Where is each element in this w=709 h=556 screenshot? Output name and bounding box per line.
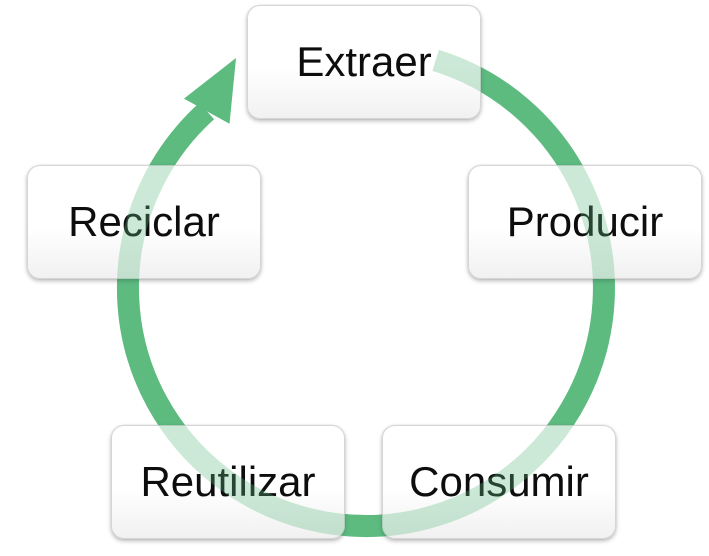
node-producir: Producir [468,165,702,279]
node-consumir-label: Consumir [409,458,589,505]
node-consumir: Consumir [382,425,616,539]
node-extraer-label: Extraer [296,38,432,85]
node-reciclar-label: Reciclar [68,198,220,245]
node-producir-label: Producir [506,198,664,245]
node-reutilizar: Reutilizar [111,425,345,539]
cycle-arrow-arrowhead [184,58,236,124]
node-reutilizar-label: Reutilizar [140,458,316,505]
node-reciclar: Reciclar [27,165,261,279]
node-extraer: Extraer [247,5,481,119]
cycle-arrow-overlay-arrowhead [184,58,236,124]
